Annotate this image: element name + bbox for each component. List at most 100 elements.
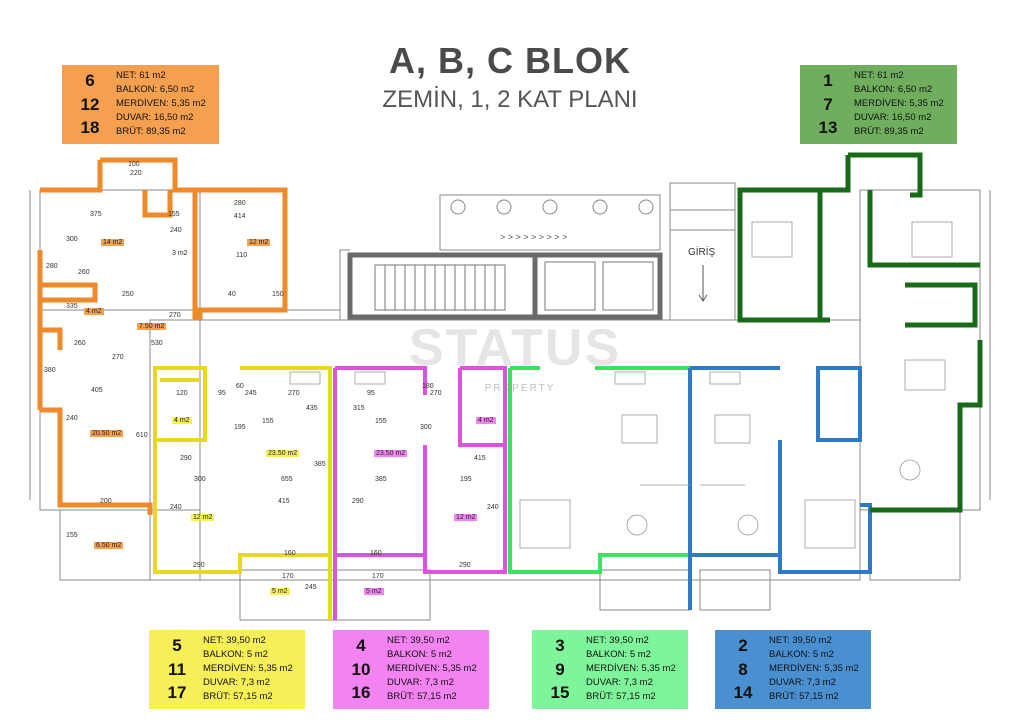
- unit-green-outline: [737, 152, 983, 513]
- dimension-label: 245: [245, 390, 257, 397]
- unit-yellow-outline: [153, 366, 332, 620]
- dimension-label: 260: [78, 269, 90, 276]
- unit-net: NET: 61 m2: [116, 69, 166, 81]
- plan-subtitle: ZEMİN, 1, 2 KAT PLANI: [382, 86, 638, 113]
- unit-walls: DUVAR: 7,3 m2: [387, 677, 454, 689]
- dimension-label: 240: [487, 504, 499, 511]
- unit-number: 1: [823, 70, 833, 90]
- unit-stairs: MERDİVEN: 5,35 m2: [769, 663, 859, 674]
- dimension-label: 290: [352, 498, 364, 505]
- dimension-label: 415: [474, 455, 486, 462]
- dimension-label: 200: [100, 498, 112, 505]
- room-area-label: 5 m2: [364, 588, 384, 595]
- room-area-label: 12 m2: [454, 514, 478, 521]
- dimension-label: 170: [282, 573, 294, 580]
- unit-balcony: BALKON: 5 m2: [769, 648, 834, 660]
- dimension-label: 250: [122, 291, 134, 298]
- watermark-sub: PROPERTY: [484, 383, 556, 394]
- unit-net: NET: 61 m2: [854, 69, 904, 81]
- room-area-label: 5 m2: [270, 588, 290, 595]
- stairs: [374, 261, 654, 311]
- unit-gross: BRÜT: 89,35 m2: [854, 126, 924, 138]
- central-core: [347, 252, 663, 320]
- unit-number: 11: [168, 659, 186, 679]
- unit-balcony: BALKON: 5 m2: [586, 648, 651, 660]
- plan-title: A, B, C BLOK: [389, 40, 631, 81]
- unit-number: 9: [555, 659, 565, 679]
- dimension-label: 610: [136, 432, 148, 439]
- dimension-label: 290: [180, 455, 192, 462]
- dimension-label: 160: [370, 550, 382, 557]
- dimension-label: 95: [367, 390, 375, 397]
- unit-stairs: MERDİVEN: 5,35 m2: [586, 663, 676, 674]
- unit-net: NET: 39,50 m2: [769, 634, 832, 646]
- watermark: STATUS: [408, 319, 622, 377]
- dimension-label: 270: [169, 312, 181, 319]
- dimension-label: 110: [236, 252, 248, 259]
- unit-number: 12: [80, 94, 100, 114]
- dimension-label: 195: [460, 476, 472, 483]
- unit-magenta-outline: [333, 366, 507, 620]
- unit-number: 4: [356, 635, 366, 655]
- room-area-label: 7.50 m2: [137, 323, 167, 330]
- dimension-label: 415: [278, 498, 290, 505]
- planters: [450, 199, 654, 215]
- unit-number: 16: [351, 683, 371, 703]
- entrance-label: GİRİŞ: [688, 247, 716, 258]
- dimension-label: 260: [74, 340, 86, 347]
- dimension-label: 270: [112, 354, 124, 361]
- room-area-label: 12 m2: [191, 514, 215, 521]
- dimension-label: 435: [306, 405, 318, 412]
- unit-balcony: BALKON: 5 m2: [387, 648, 452, 660]
- unit-number: 13: [818, 118, 838, 138]
- unit-number: 18: [80, 118, 100, 138]
- dimension-label: 290: [459, 562, 471, 569]
- unit-orange-outline: [37, 157, 288, 515]
- dimension-label: 155: [375, 418, 387, 425]
- room-area-label: 23.50 m2: [266, 450, 300, 457]
- room-area-label: 14 m2: [101, 239, 125, 246]
- dimension-label: 240: [170, 227, 182, 234]
- dimension-label: 375: [90, 211, 102, 218]
- unit-number: 15: [550, 683, 570, 703]
- unit-lightgreen-outline: [508, 366, 692, 610]
- unit-net: NET: 39,50 m2: [586, 634, 649, 646]
- dimension-label: 290: [193, 562, 205, 569]
- unit-gross: BRÜT: 89,35 m2: [116, 126, 186, 138]
- unit-gross: BRÜT: 57,15 m2: [387, 691, 457, 703]
- unit-box-green: 1 7 13 NET: 61 m2 BALKON: 6,50 m2 MERDİV…: [800, 65, 957, 144]
- unit-balcony: BALKON: 5 m2: [203, 648, 268, 660]
- furniture: [289, 221, 953, 549]
- room-area-label: 20.50 m2: [90, 430, 124, 437]
- unit-box-blue: 2 8 14 NET: 39,50 m2 BALKON: 5 m2 MERDİV…: [715, 630, 871, 709]
- dimension-label: 335: [66, 303, 78, 310]
- unit-box-lightgreen: 3 9 15 NET: 39,50 m2 BALKON: 5 m2 MERDİV…: [532, 630, 688, 709]
- unit-net: NET: 39,50 m2: [203, 634, 266, 646]
- dimension-label: 195: [234, 424, 246, 431]
- unit-number: 14: [733, 683, 753, 703]
- unit-box-orange: 6 12 18 NET: 61 m2 BALKON: 6,50 m2 MERDİ…: [62, 65, 219, 144]
- unit-blue-outline: [688, 366, 872, 610]
- unit-number: 3: [555, 635, 565, 655]
- dimension-label: 655: [281, 476, 293, 483]
- unit-balcony: BALKON: 6,50 m2: [854, 83, 933, 95]
- dimension-label: 150: [272, 291, 284, 298]
- unit-net: NET: 39,50 m2: [387, 634, 450, 646]
- entrance-arrow: [698, 265, 708, 302]
- dimension-label: 315: [353, 405, 365, 412]
- dimension-label: 300: [66, 236, 78, 243]
- unit-gross: BRÜT: 57,15 m2: [203, 691, 273, 703]
- dimension-label: 414: [234, 213, 246, 220]
- dimension-label: 170: [372, 573, 384, 580]
- dimension-label: 405: [91, 387, 103, 394]
- dimension-label: 95: [218, 390, 226, 397]
- dimension-label: 300: [420, 424, 432, 431]
- dimension-label: 180: [422, 383, 434, 390]
- room-area-label: 3 m2: [172, 250, 188, 257]
- unit-walls: DUVAR: 16,50 m2: [854, 112, 932, 124]
- unit-gross: BRÜT: 57,15 m2: [586, 691, 656, 703]
- room-area-label: 4 m2: [476, 417, 496, 424]
- entrance-arrows: > > > > > > > > >: [500, 232, 567, 242]
- unit-stairs: MERDİVEN: 5,35 m2: [203, 663, 293, 674]
